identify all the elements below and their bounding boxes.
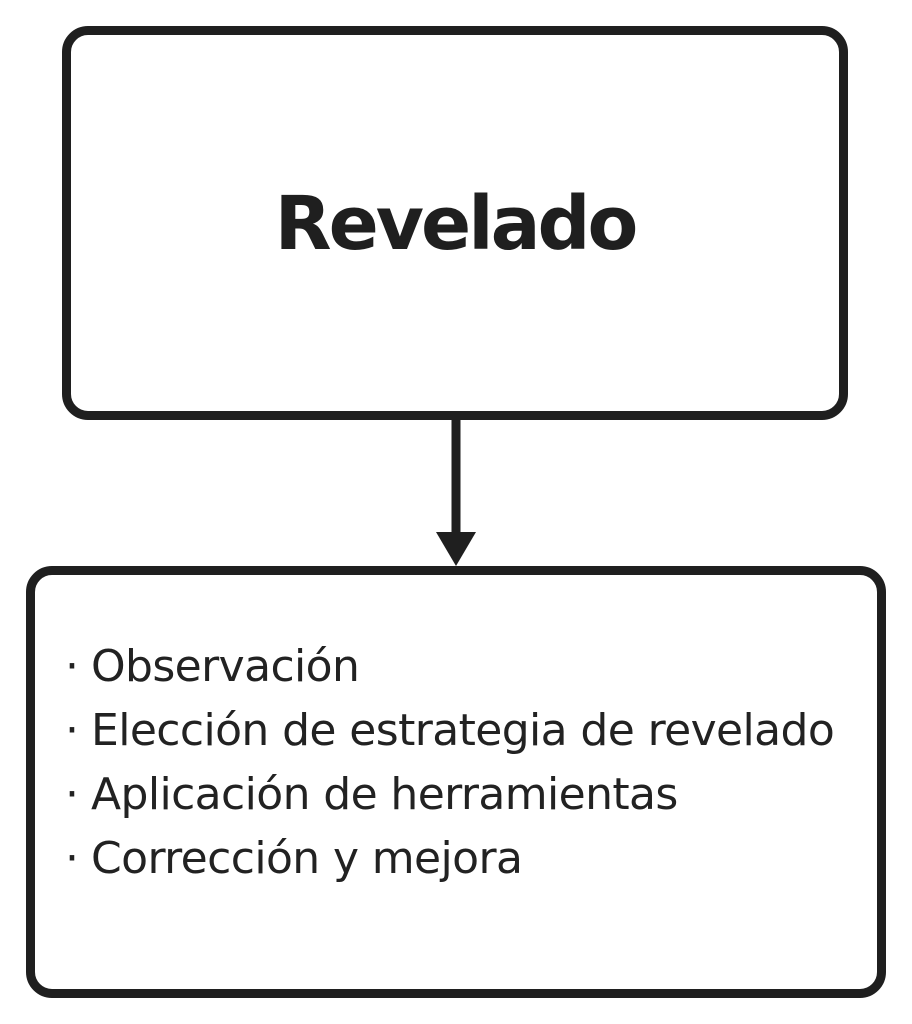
step-item: ·Aplicación de herramientas xyxy=(65,763,877,827)
top-node-box: Revelado xyxy=(62,26,848,420)
bullet-icon: · xyxy=(65,833,79,884)
step-label: Elección de estrategia de revelado xyxy=(91,705,835,756)
step-item: ·Elección de estrategia de revelado xyxy=(65,699,877,763)
step-label: Aplicación de herramientas xyxy=(91,769,678,820)
step-item: ·Corrección y mejora xyxy=(65,827,877,891)
step-item: ·Observación xyxy=(65,635,877,699)
bullet-icon: · xyxy=(65,705,79,756)
bullet-icon: · xyxy=(65,769,79,820)
bottom-node-box: ·Observación ·Elección de estrategia de … xyxy=(26,566,886,998)
step-label: Corrección y mejora xyxy=(91,833,523,884)
step-label: Observación xyxy=(91,641,360,692)
arrowhead-icon xyxy=(436,532,476,566)
bullet-icon: · xyxy=(65,641,79,692)
top-node-title: Revelado xyxy=(274,181,639,267)
step-list: ·Observación ·Elección de estrategia de … xyxy=(65,635,877,891)
